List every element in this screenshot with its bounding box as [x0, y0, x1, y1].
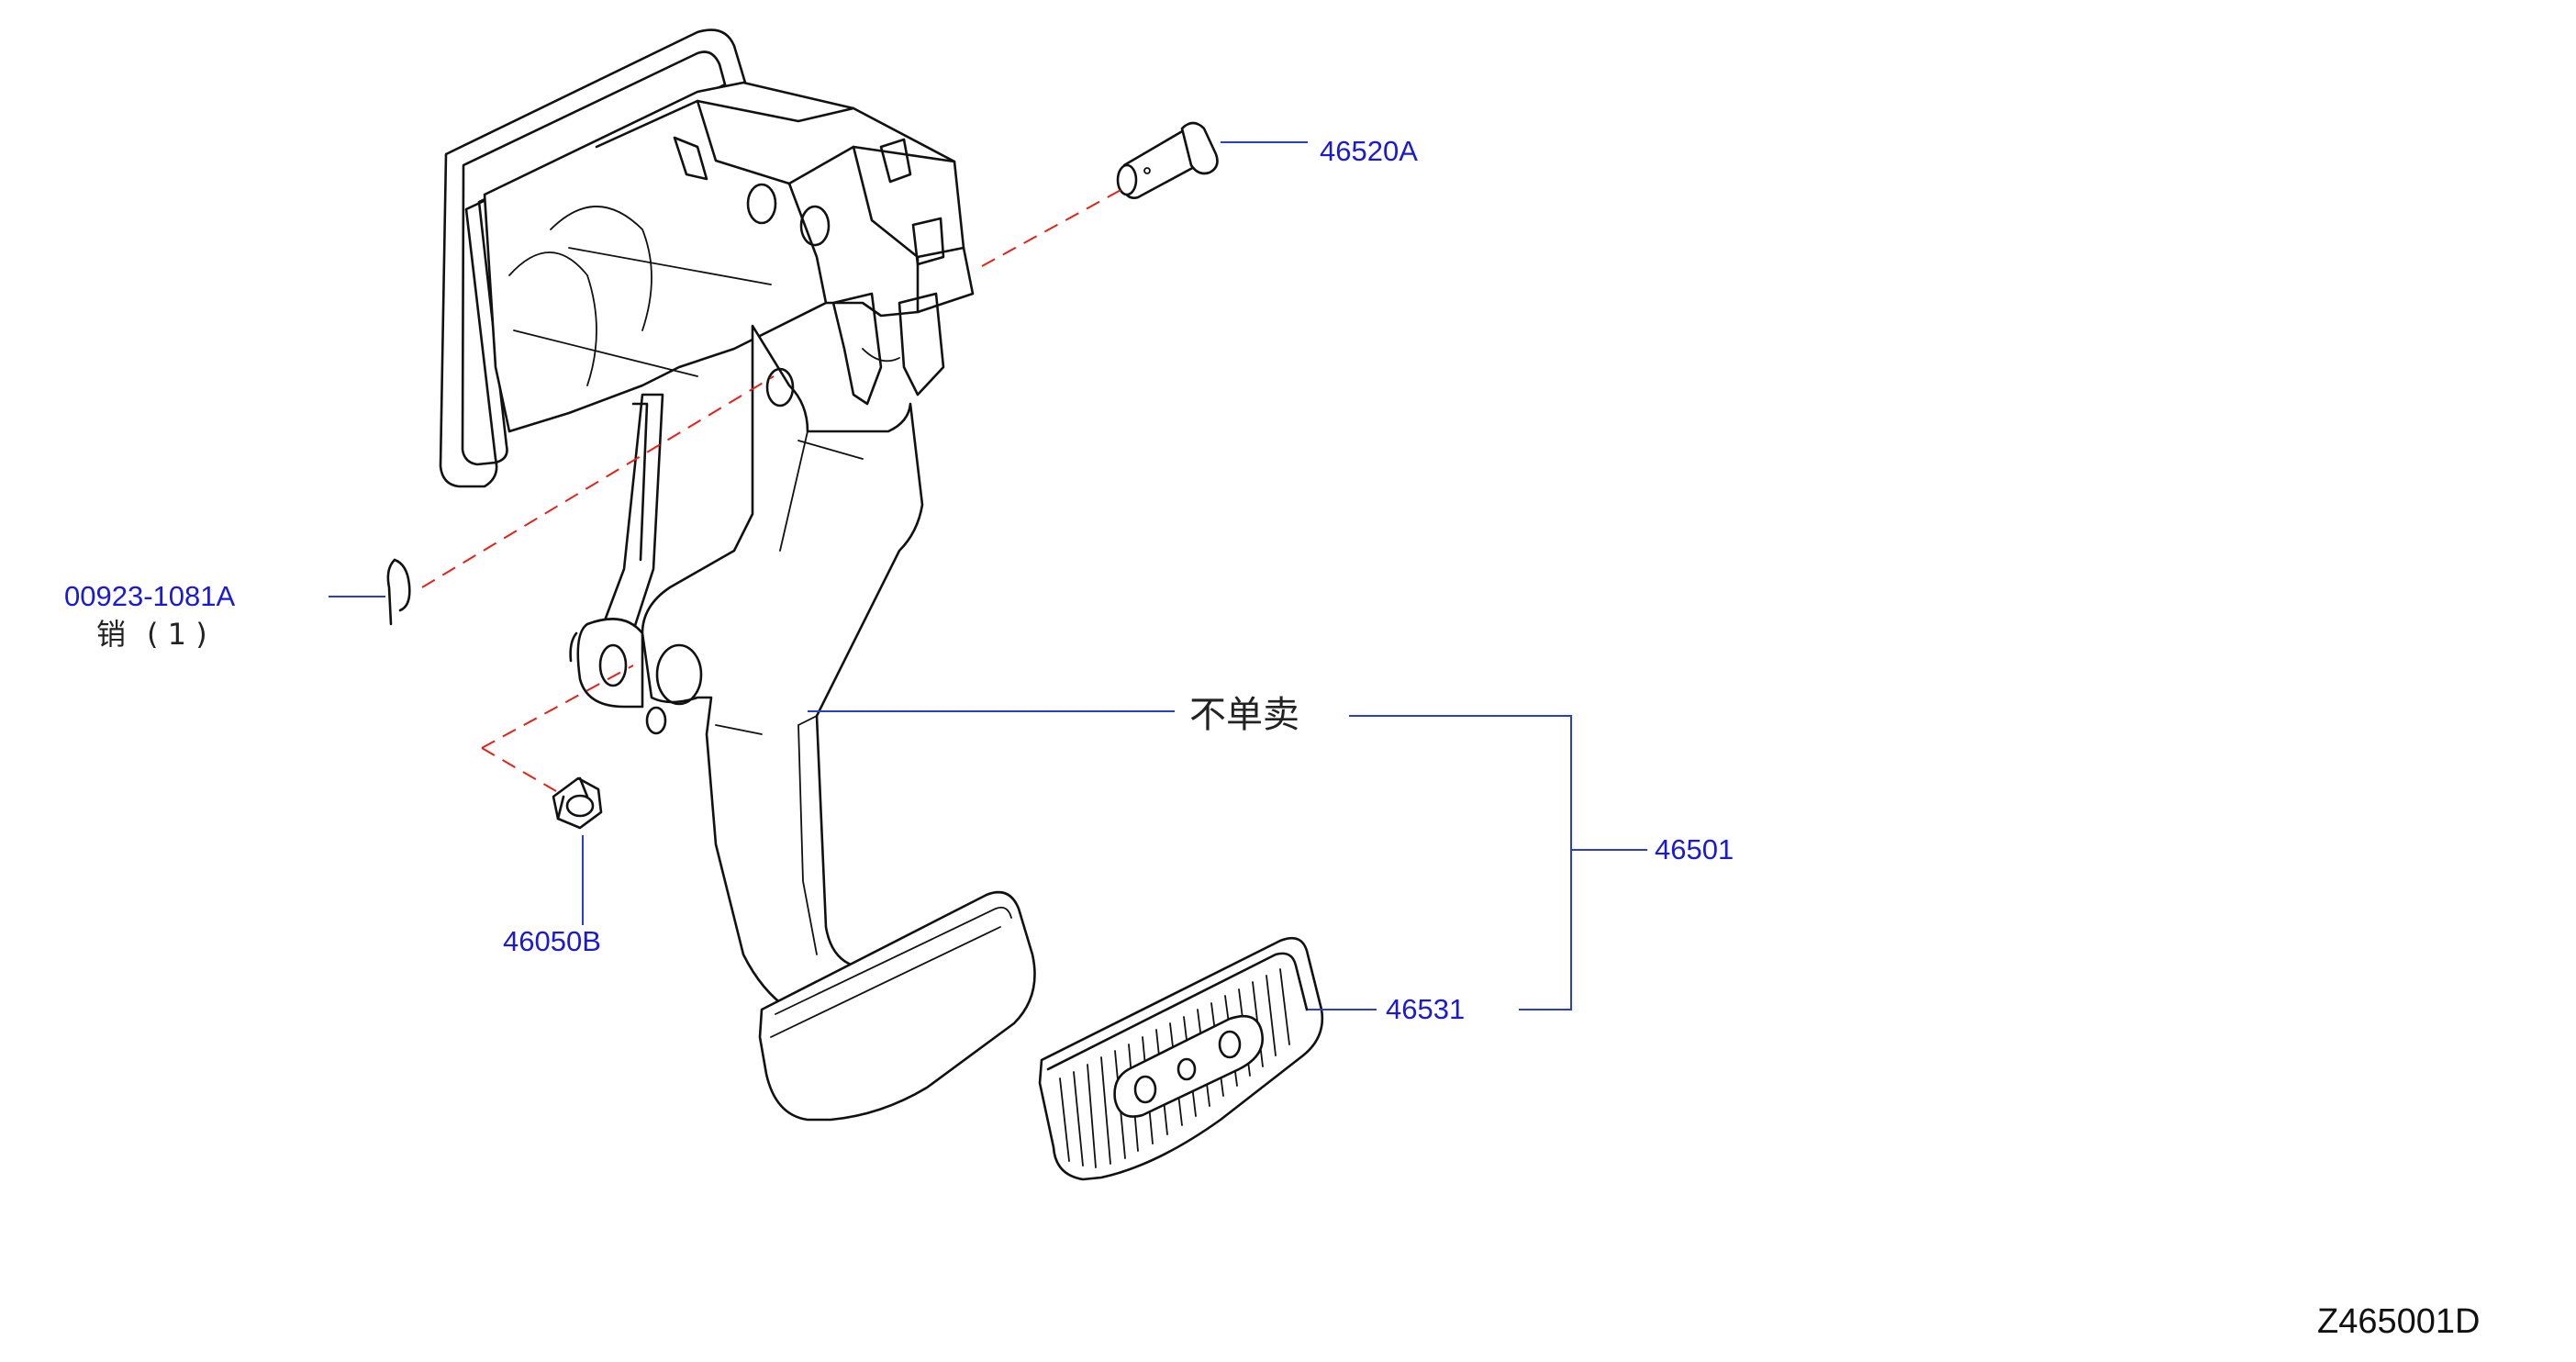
label-pedal-assembly: 46501 [1655, 833, 1734, 865]
label-clip-pin-code: 00923-1081A [64, 580, 235, 612]
hidden-lines [421, 187, 1125, 792]
pedal-pad-rubber [1038, 936, 1324, 1181]
clevis-pin-46520A [1116, 121, 1219, 199]
leader-lines [329, 141, 1647, 1010]
nut-46050B [552, 776, 603, 830]
label-pedal-pad: 46531 [1386, 993, 1465, 1025]
figure-code: Z465001D [2317, 1302, 2480, 1341]
pedal-arm [569, 324, 1036, 1122]
label-clevis-pin: 46520A [1320, 135, 1418, 167]
clip-pin-00923-1081A [386, 558, 411, 626]
label-not-sold-separately: 不单卖 [1189, 694, 1299, 736]
pedal-bracket [439, 28, 975, 672]
label-clip-pin-qty: ( 1 ) [147, 617, 207, 652]
label-nut: 46050B [503, 925, 601, 957]
label-clip-pin-name: 销 [96, 617, 126, 652]
